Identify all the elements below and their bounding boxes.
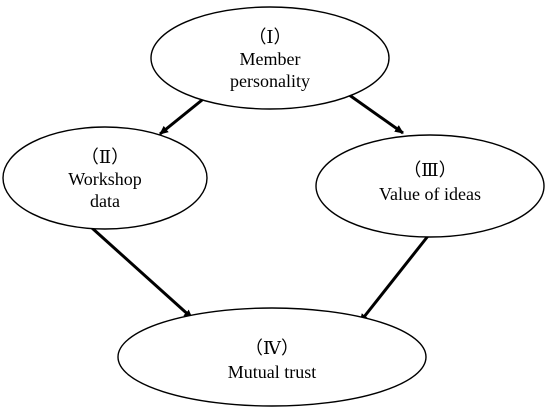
arrow-personality-to-workshop <box>159 94 208 136</box>
node-mutual-trust: （Ⅳ） Mutual trust <box>117 307 427 407</box>
node-mutual-trust-ellipse <box>117 307 427 407</box>
node-workshop-data-line2: data <box>90 191 120 211</box>
node-member-personality: （Ⅰ） Member personality <box>150 6 390 110</box>
node-value-of-ideas-ellipse <box>315 134 545 238</box>
node-workshop-data: （Ⅱ） Workshop data <box>2 126 208 230</box>
node-workshop-data-line1: Workshop <box>68 169 142 189</box>
node-workshop-data-ellipse <box>2 126 208 230</box>
node-member-personality-line2: personality <box>230 71 310 91</box>
arrow-personality-to-ideas <box>344 90 404 135</box>
node-value-of-ideas: （Ⅲ） Value of ideas <box>315 134 545 238</box>
arrow-ideas-to-trust <box>358 235 430 323</box>
node-mutual-trust-numeral: （Ⅳ） <box>245 338 299 358</box>
node-mutual-trust-line1: Mutual trust <box>228 362 317 382</box>
arrow-workshop-to-trust <box>90 226 194 320</box>
node-value-of-ideas-line1: Value of ideas <box>379 184 481 204</box>
node-workshop-data-numeral: （Ⅱ） <box>81 147 129 167</box>
node-member-personality-line1: Member <box>240 49 301 69</box>
node-member-personality-numeral: （Ⅰ） <box>248 27 291 47</box>
node-value-of-ideas-numeral: （Ⅲ） <box>403 160 456 180</box>
node-member-personality-ellipse <box>150 6 390 110</box>
